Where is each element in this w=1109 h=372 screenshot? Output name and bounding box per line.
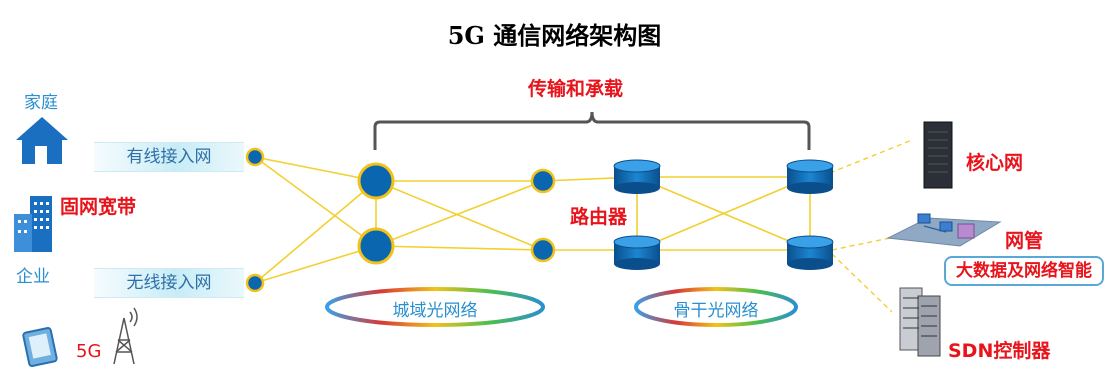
metro-node bbox=[357, 162, 395, 200]
antenna-tower-icon bbox=[113, 307, 138, 365]
sdn-controller-label: SDN控制器 bbox=[948, 340, 1051, 362]
network-management-icon bbox=[886, 213, 1002, 247]
metro-ring-label: 城域光网络 bbox=[392, 301, 478, 321]
control-links bbox=[829, 139, 913, 313]
router-icon bbox=[613, 159, 661, 194]
sdn-controller-icon bbox=[899, 287, 941, 357]
house-icon bbox=[16, 117, 68, 164]
home-label: 家庭 bbox=[24, 93, 58, 113]
backbone-ring bbox=[634, 287, 798, 327]
wired-access-label: 有线接入网 bbox=[126, 147, 212, 167]
diagram-title: 5G 通信网络架构图 bbox=[447, 21, 662, 50]
network-management-label: 网管 bbox=[1005, 230, 1044, 252]
building-icon bbox=[14, 196, 52, 252]
metro-ring bbox=[325, 287, 545, 327]
wireless-access-band: 无线接入网 bbox=[94, 268, 244, 298]
core-network-label: 核心网 bbox=[966, 152, 1024, 174]
bigdata-intelligence-label: 大数据及网络智能 bbox=[944, 256, 1104, 286]
backbone-ring-label: 骨干光网络 bbox=[673, 301, 759, 321]
transport-bracket bbox=[373, 111, 811, 150]
router-icon bbox=[786, 235, 834, 270]
access-node-wired bbox=[245, 147, 265, 167]
tablet-icon bbox=[22, 327, 58, 367]
router-icon bbox=[786, 159, 834, 194]
server-rack-icon bbox=[923, 121, 953, 189]
enterprise-label: 企业 bbox=[16, 267, 50, 287]
fiveg-label: 5G bbox=[76, 341, 102, 362]
broadband-label: 固网宽带 bbox=[60, 196, 137, 218]
router-label: 路由器 bbox=[570, 206, 628, 228]
wired-access-band: 有线接入网 bbox=[94, 142, 244, 172]
metro-node bbox=[357, 227, 395, 265]
transport-label: 传输和承载 bbox=[528, 78, 624, 100]
access-node-wireless bbox=[245, 273, 265, 293]
router-icon bbox=[613, 235, 661, 270]
metro-node bbox=[530, 168, 556, 194]
metro-node bbox=[530, 237, 556, 263]
wireless-access-label: 无线接入网 bbox=[126, 273, 212, 293]
